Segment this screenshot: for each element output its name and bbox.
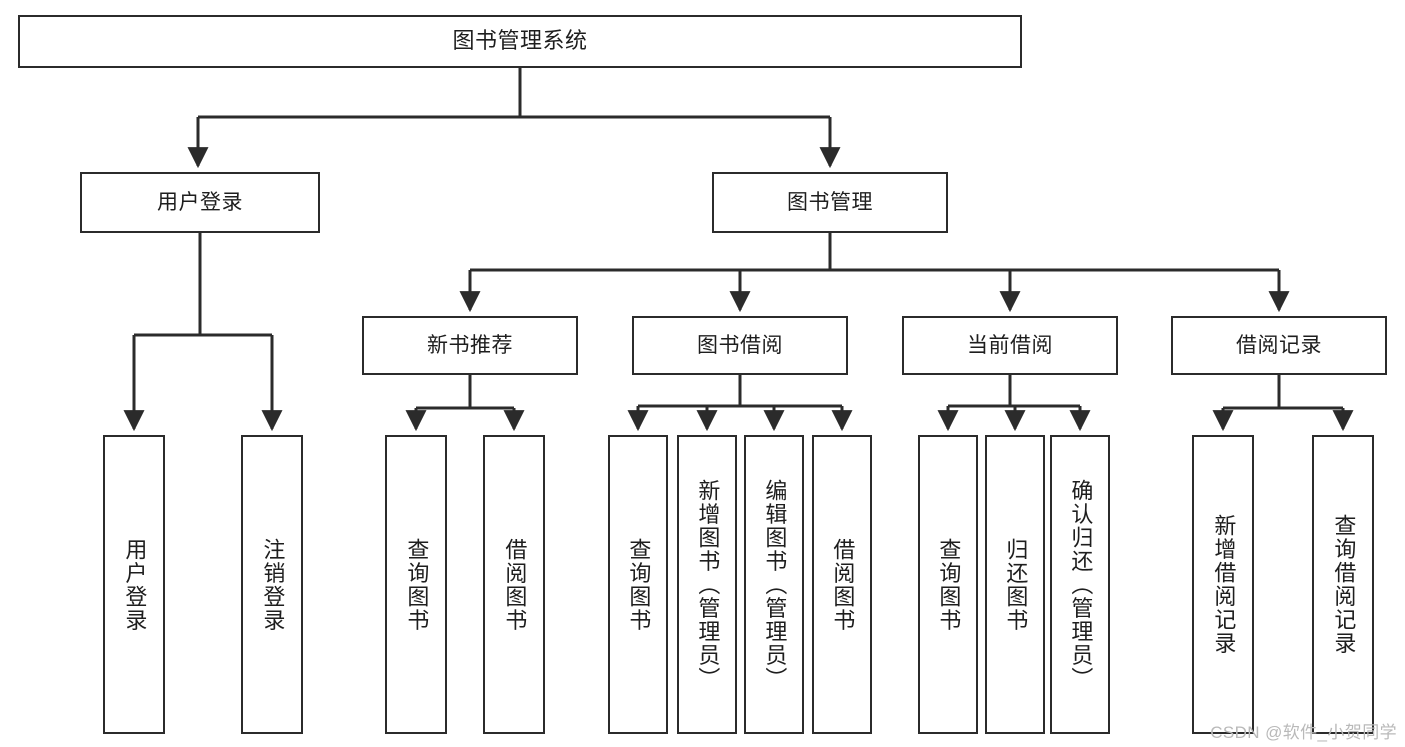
node-book-borrow-label: 图书借阅 [697, 333, 783, 357]
node-leaf-cb-return-book-label: 归还图书 [1003, 537, 1029, 632]
node-leaf-bb-borrow-book-label: 借阅图书 [830, 537, 856, 632]
node-leaf-cb-confirm-return[interactable]: 确认归还（管理员） [1050, 435, 1110, 734]
node-leaf-bb-add-book[interactable]: 新增图书（管理员） [677, 435, 737, 734]
watermark-label: CSDN @软件_小贺同学 [1210, 723, 1397, 742]
node-leaf-rec-borrow-book-label: 借阅图书 [502, 537, 528, 632]
node-borrow-records-label: 借阅记录 [1236, 333, 1322, 357]
node-user-login[interactable]: 用户登录 [80, 172, 320, 233]
node-leaf-br-add-record-label: 新增借阅记录 [1211, 514, 1237, 655]
node-root-label: 图书管理系统 [452, 28, 588, 54]
node-leaf-cb-confirm-return-label: 确认归还（管理员） [1068, 478, 1094, 691]
node-leaf-bb-edit-book[interactable]: 编辑图书（管理员） [744, 435, 804, 734]
node-new-book-recommend[interactable]: 新书推荐 [362, 316, 578, 375]
node-leaf-cb-return-book[interactable]: 归还图书 [985, 435, 1045, 734]
node-leaf-user-logout[interactable]: 注销登录 [241, 435, 303, 734]
node-leaf-br-query-record[interactable]: 查询借阅记录 [1312, 435, 1374, 734]
node-leaf-bb-query-book-label: 查询图书 [626, 537, 652, 632]
node-leaf-cb-query-book-label: 查询图书 [936, 537, 962, 632]
node-book-management-label: 图书管理 [787, 190, 873, 214]
node-leaf-user-logout-label: 注销登录 [260, 537, 286, 632]
node-leaf-rec-query-book[interactable]: 查询图书 [385, 435, 447, 734]
node-leaf-cb-query-book[interactable]: 查询图书 [918, 435, 978, 734]
node-root[interactable]: 图书管理系统 [18, 15, 1022, 68]
node-leaf-bb-borrow-book[interactable]: 借阅图书 [812, 435, 872, 734]
node-book-borrow[interactable]: 图书借阅 [632, 316, 848, 375]
node-leaf-rec-query-book-label: 查询图书 [404, 537, 430, 632]
node-current-borrow-label: 当前借阅 [967, 333, 1053, 357]
node-leaf-user-login-label: 用户登录 [122, 537, 148, 632]
node-book-management[interactable]: 图书管理 [712, 172, 948, 233]
node-leaf-bb-add-book-label: 新增图书（管理员） [695, 478, 721, 691]
node-new-book-recommend-label: 新书推荐 [427, 333, 513, 357]
node-leaf-rec-borrow-book[interactable]: 借阅图书 [483, 435, 545, 734]
node-leaf-bb-edit-book-label: 编辑图书（管理员） [762, 478, 788, 691]
node-leaf-bb-query-book[interactable]: 查询图书 [608, 435, 668, 734]
node-leaf-user-login[interactable]: 用户登录 [103, 435, 165, 734]
node-borrow-records[interactable]: 借阅记录 [1171, 316, 1387, 375]
node-current-borrow[interactable]: 当前借阅 [902, 316, 1118, 375]
node-leaf-br-query-record-label: 查询借阅记录 [1331, 514, 1357, 655]
node-leaf-br-add-record[interactable]: 新增借阅记录 [1192, 435, 1254, 734]
node-user-login-label: 用户登录 [157, 190, 243, 214]
